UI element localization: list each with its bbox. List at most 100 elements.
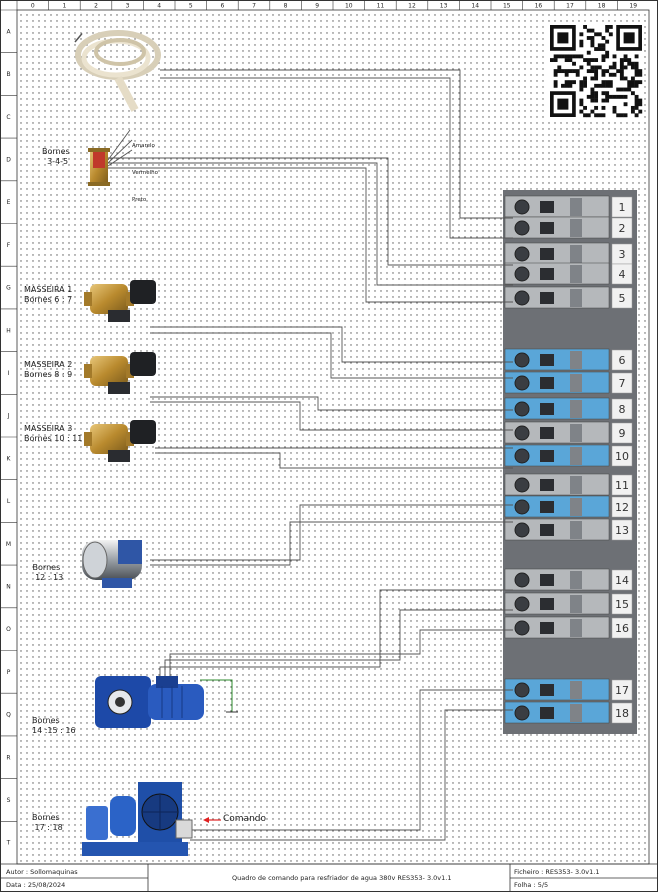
column-label: 19 [629,3,637,10]
cable-colour-vermelho: Vermelho [132,170,159,176]
terminal-number: 17 [615,684,629,697]
solenoid-valve-image [84,352,156,394]
bornes-sensor-label: Bornes 3-4-5 [42,147,70,166]
row-label: B [6,71,10,78]
terminal-13: 13 [504,518,633,541]
column-label: 5 [189,3,193,10]
bornes-motor-label: Bornes 14 :15 : 16 [32,716,76,735]
row-label: H [6,327,11,334]
row-label: L [7,498,11,505]
qr-code [548,24,643,119]
ground-wire [200,679,233,712]
row-label: Q [6,712,11,719]
column-label: 1 [62,3,66,10]
data-field: Data : 25/08/2024 [6,881,66,889]
column-label: 11 [377,3,385,10]
column-label: 14 [471,3,479,10]
terminal-number: 16 [615,622,629,635]
cable-colour-preto: Preto [132,197,147,203]
column-label: 13 [440,3,448,10]
terminal-number: 14 [615,574,629,587]
column-label: 4 [157,3,161,10]
column-label: 10 [345,3,353,10]
row-label: G [6,285,11,292]
gear-motor-image [95,676,204,728]
terminal-8: 8 [504,397,633,420]
terminal-5: 5 [504,286,633,309]
folha-field: Folha : 5/5 [514,881,549,889]
column-label: 17 [566,3,574,10]
terminal-7: 7 [504,371,633,394]
terminal-11: 11 [504,473,633,496]
masseira2-label: MASSEIRA 2 Bornes 8 : 9 [24,360,73,379]
terminal-number: 12 [615,501,629,514]
row-label: T [6,840,11,847]
terminal-number: 4 [619,268,626,281]
column-label: 9 [315,3,319,10]
row-label: R [6,754,10,761]
column-label: 15 [503,3,511,10]
column-label: 8 [284,3,288,10]
terminal-number: 9 [619,427,626,440]
terminal-10: 10 [504,444,633,467]
row-label: O [6,626,11,633]
bornes-pump-label: Bornes 12 : 13 [32,563,64,582]
terminal-17: 17 [504,678,633,701]
pump-image [82,540,142,588]
column-label: 2 [94,3,98,10]
terminal-16: 16 [504,616,633,639]
cable-colour-list: Amarelo Vermelho Preto [132,124,158,214]
terminal-number: 13 [615,524,629,537]
row-label: F [7,242,11,249]
ficheiro-field: Ficheiro : RES353- 3.0v1.1 [514,868,600,876]
wiring [107,69,513,841]
row-label: K [7,455,12,462]
terminal-number: 7 [619,377,626,390]
row-label: D [6,156,11,163]
masseira1-label: MASSEIRA 1 Bornes 6 : 7 [24,285,73,304]
terminal-14: 14 [504,568,633,591]
column-label: 18 [598,3,606,10]
terminal-number: 2 [619,222,626,235]
flow-sensor-image [88,148,110,186]
terminal-18: 18 [504,701,633,724]
column-label: 12 [408,3,416,10]
cable-colour-amarelo: Amarelo [132,143,155,149]
row-label: M [6,541,11,548]
comando-label: Comando [223,814,266,824]
terminal-number: 11 [615,479,629,492]
row-label: I [8,370,10,377]
solenoid-valve-image [84,420,156,462]
terminal-number: 1 [619,201,626,214]
title-block [0,863,658,892]
terminal-number: 15 [615,598,629,611]
column-label: 0 [31,3,35,10]
column-label: 3 [126,3,130,10]
column-label: 16 [535,3,543,10]
row-label: S [7,797,11,804]
cable-coil-image [74,30,161,112]
row-label: J [7,413,10,420]
condensing-unit-image [82,782,193,856]
terminal-number: 10 [615,450,629,463]
terminal-number: 5 [619,292,626,305]
row-label: E [7,199,11,206]
bornes-compressor-label: Bornes 17 : 18 [32,813,63,832]
terminal-15: 15 [504,592,633,615]
terminal-2: 2 [504,216,633,239]
masseira3-label: MASSEIRA 3 Bornes 10 : 11 [24,424,83,443]
terminal-9: 9 [504,421,633,444]
column-label: 7 [252,3,256,10]
column-label: 6 [220,3,224,10]
terminal-number: 18 [615,707,629,720]
terminal-number: 6 [619,354,626,367]
row-label: N [6,583,11,590]
terminal-6: 6 [504,348,633,371]
row-label: A [6,28,11,35]
terminal-12: 12 [504,495,633,518]
comando-arrow [203,817,221,823]
terminal-4: 4 [504,262,633,285]
